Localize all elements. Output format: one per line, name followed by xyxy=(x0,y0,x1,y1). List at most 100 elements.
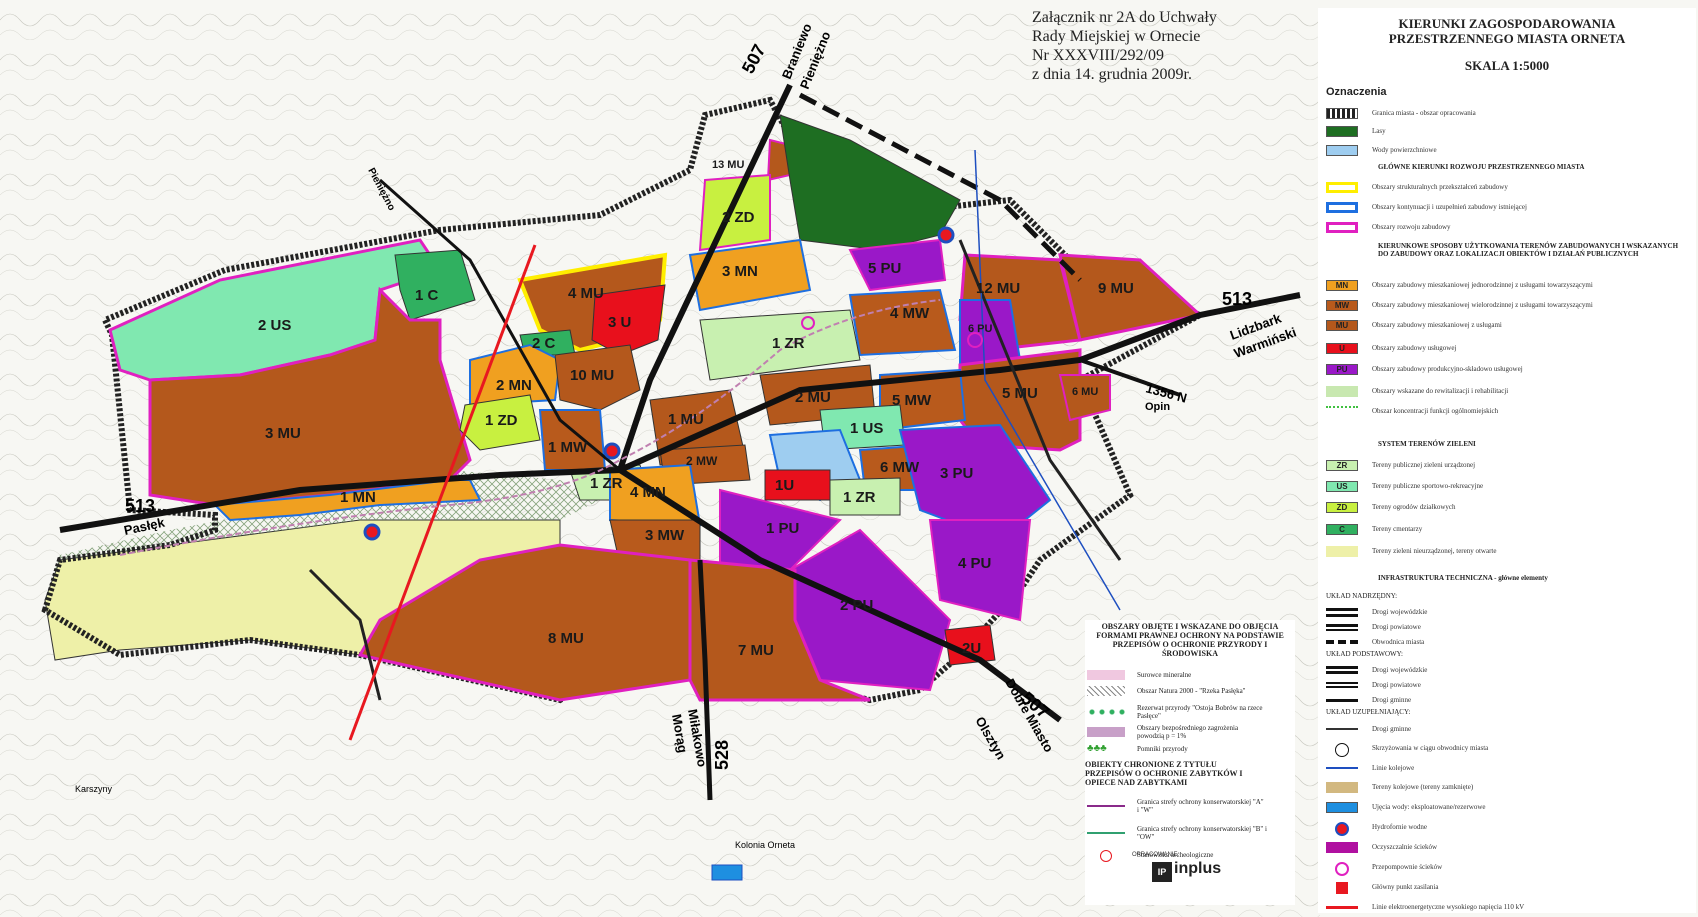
power-line-110kv xyxy=(348,244,537,741)
legend-swatch xyxy=(1326,385,1358,397)
legend-row: ZR Tereny publicznej zieleni urządzonej xyxy=(1326,458,1475,472)
legend-row: Obszary rozwoju zabudowy xyxy=(1326,220,1451,234)
sewage-plant-icon xyxy=(1326,841,1358,853)
protection-row: Granica strefy ochrony konserwatorskiej … xyxy=(1087,798,1267,814)
road-number: 528 xyxy=(712,740,732,770)
zone-label: 4 PU xyxy=(958,555,991,572)
legend-row: Drogi gminne xyxy=(1326,722,1411,736)
legend-row: Drogi powiatowe xyxy=(1326,678,1421,692)
legend-text: Obszary bezpośredniego zagrożenia powodz… xyxy=(1137,724,1239,740)
zone-label: 3 MU xyxy=(265,425,301,442)
water-intake-icon xyxy=(1326,801,1358,813)
protection-legend: OBSZARY OBJĘTE I WSKAZANE DO OBJĘCIA FOR… xyxy=(1085,620,1295,905)
intersection-icon xyxy=(1335,742,1349,757)
legend-text: Główny punkt zasilania xyxy=(1372,883,1439,891)
zone-label: 5 PU xyxy=(868,260,901,277)
resolution-annex-note: Załącznik nr 2A do Uchwały Rady Miejskie… xyxy=(1032,8,1262,84)
legend-row: Oczyszczalnie ścieków xyxy=(1326,840,1437,854)
legend-text: Granica miasta - obszar opracowania xyxy=(1372,109,1476,117)
legend-swatch xyxy=(1326,107,1358,119)
zone-3-MN xyxy=(688,238,812,312)
legend-row: Hydrofornie wodne xyxy=(1326,820,1427,836)
place-name: Karszyny xyxy=(75,784,113,794)
protection-row: Stanowiska archeologiczne xyxy=(1087,850,1267,862)
legend-swatch xyxy=(1326,640,1358,644)
nature-monument-icon: ♣♣♣ xyxy=(1087,744,1125,754)
zone-labels: 1 C 2 US 3 MU 4 MU 3 U 2 C 2 MN 1 ZD 10 … xyxy=(258,159,1134,659)
legend-text: Stanowiska archeologiczne xyxy=(1137,851,1214,859)
legend-swatch xyxy=(1087,707,1125,717)
author-name: inplus xyxy=(1174,860,1222,877)
zone-label: 4 MU xyxy=(568,285,604,302)
legend-row: Obszar koncentracji funkcji ogólnomiejsk… xyxy=(1326,404,1498,418)
zone-label: 2U xyxy=(962,640,981,657)
legend-row: Drogi powiatowe xyxy=(1326,620,1421,634)
legend-text: Tereny zieleni nieurządzonej, tereny otw… xyxy=(1372,547,1497,555)
author-credit: OPRACOWANIE: IP inplus xyxy=(1132,852,1222,882)
zone-label: 6 MW xyxy=(880,459,920,476)
legend-swatch xyxy=(1326,125,1358,137)
zone-3-U xyxy=(591,284,666,356)
legend-swatch xyxy=(1326,861,1358,876)
zone-4-PU xyxy=(928,519,1032,622)
legend-text: Tereny publicznej zieleni urządzonej xyxy=(1372,461,1476,469)
road-528 xyxy=(697,559,713,801)
zone-label: 3 U xyxy=(608,314,631,331)
legend-text: Ujęcia wody: eksploatowane/rezerwowe xyxy=(1372,803,1486,811)
zone-label: 13 MU xyxy=(712,159,744,171)
zone-1-MN xyxy=(212,479,482,522)
zone-label: 2 MW xyxy=(686,454,718,468)
legend-text: Obszar Natura 2000 - "Rzeka Pasłęka" xyxy=(1137,687,1246,695)
legend-swatch: ZR xyxy=(1326,459,1358,471)
zone-label: 2 MN xyxy=(496,377,532,394)
zone-label: 1 US xyxy=(850,420,883,437)
legend-swatch xyxy=(1326,405,1358,417)
protection-row: Rezerwat przyrody "Ostoja Bobrów na rzec… xyxy=(1087,704,1267,720)
legend-text: Linie kolejowe xyxy=(1372,764,1415,772)
archaeology-site-icon xyxy=(1100,850,1112,862)
legend-row: Główny punkt zasilania xyxy=(1326,880,1439,894)
legend-swatch xyxy=(1326,781,1358,793)
legend-row: Tereny zieleni nieurządzonej, tereny otw… xyxy=(1326,544,1496,558)
legend-title-2: PRZESTRZENNEGO MIASTA ORNETA xyxy=(1388,31,1626,46)
legend-swatch: U xyxy=(1326,342,1358,354)
annex-line: z dnia 14. grudnia 2009r. xyxy=(1032,66,1192,83)
legend-text: Obszary rozwoju zabudowy xyxy=(1372,223,1451,231)
legend-text: Obszary wskazane do rewitalizacji i reha… xyxy=(1372,387,1509,395)
railway xyxy=(974,149,1121,611)
legend-swatch: MW xyxy=(1326,299,1358,311)
water-plant-icon xyxy=(603,442,621,460)
legend-text: Drogi gminne xyxy=(1372,725,1412,733)
legend-text: Drogi gminne xyxy=(1372,696,1412,704)
zone-label: 2 ZD xyxy=(722,209,755,226)
legend-swatch xyxy=(1326,698,1358,702)
zone-label: 9 MU xyxy=(1098,280,1134,297)
zone-label: 1 ZR xyxy=(772,335,805,352)
legend-swatch xyxy=(1326,221,1358,233)
legend-text: Obszary strukturalnych przekształceń zab… xyxy=(1372,183,1508,191)
river xyxy=(119,299,941,556)
zone-2U xyxy=(944,624,996,666)
author-logo-icon: IP xyxy=(1152,862,1172,882)
legend-row: Drogi gminne xyxy=(1326,693,1411,707)
legend-text: Drogi powiatowe xyxy=(1372,623,1421,631)
legend-text: Pomniki przyrody xyxy=(1137,745,1188,753)
legend-text: Obszary zabudowy usługowej xyxy=(1372,344,1457,352)
legend-swatch: MU xyxy=(1326,319,1358,331)
zone-1-ZR-south xyxy=(829,477,901,516)
legend-row: Obszary strukturalnych przekształceń zab… xyxy=(1326,180,1508,194)
legend-text: Obszary kontynuacji i uzupełnień zabudow… xyxy=(1372,203,1527,211)
power-supply-icon xyxy=(1336,881,1348,894)
legend-section-title: SYSTEM TERENÓW ZIELENI xyxy=(1378,440,1476,448)
zone-label: 6 PU xyxy=(968,323,993,335)
zone-1-ZR-north xyxy=(699,309,861,381)
legend-row: Obszary wskazane do rewitalizacji i reha… xyxy=(1326,384,1508,398)
pump-station-icon xyxy=(801,316,815,330)
annex-line: Nr XXXVIII/292/09 xyxy=(1032,47,1164,64)
legend-text: Granica strefy ochrony konserwatorskiej … xyxy=(1137,798,1264,814)
legend-text: Drogi powiatowe xyxy=(1372,681,1421,689)
